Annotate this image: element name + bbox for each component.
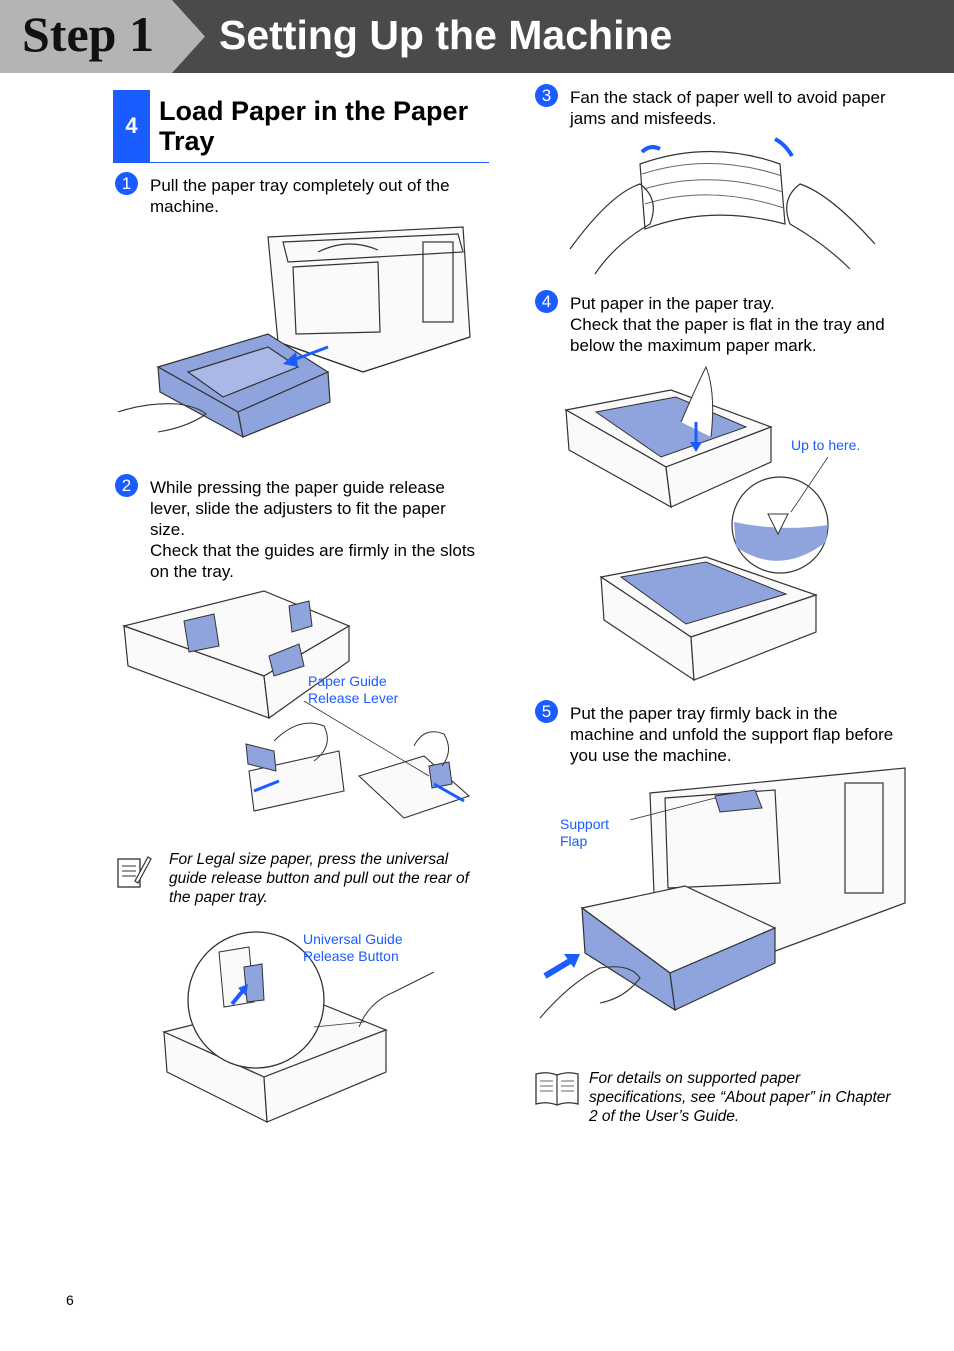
- step-5-text: Put the paper tray firmly back in the ma…: [570, 704, 894, 765]
- load-paper-illustration: [564, 365, 829, 682]
- step-1-text: Pull the paper tray completely out of th…: [150, 176, 450, 216]
- page-title: Setting Up the Machine: [219, 12, 673, 58]
- fan-paper-illustration: [569, 137, 876, 275]
- book-icon: [535, 1072, 579, 1106]
- step-5-bullet: 5: [535, 700, 558, 723]
- section-divider: [113, 162, 489, 163]
- universal-guide-release-button-label: Universal Guide Release Button: [303, 931, 403, 964]
- tray-insert-illustration: [539, 767, 906, 1019]
- paper-specs-note: For details on supported paper specifica…: [589, 1070, 891, 1125]
- section-title: Load Paper in the Paper Tray: [159, 96, 469, 156]
- legal-size-note: For Legal size paper, press the universa…: [169, 851, 469, 906]
- step-3-bullet: 3: [535, 84, 558, 107]
- paper-guide-release-lever-label: Paper Guide Release Lever: [308, 673, 399, 706]
- step-3-text: Fan the stack of paper well to avoid pap…: [570, 88, 886, 128]
- section-number: 4: [113, 90, 150, 162]
- step-1-bullet: 1: [115, 172, 138, 195]
- printer-tray-out-illustration: [117, 226, 471, 439]
- step-tab-shape: [0, 0, 205, 73]
- step-2-bullet: 2: [115, 474, 138, 497]
- universal-guide-button-illustration: [162, 931, 435, 1124]
- note-pencil-icon: [117, 856, 152, 888]
- step-label: Step 1: [22, 6, 154, 62]
- support-flap-label: Support Flap: [560, 816, 610, 849]
- up-to-here-label: Up to here.: [791, 437, 861, 453]
- page-number: 6: [66, 1292, 74, 1308]
- page-header: Step 1 Setting Up the Machine: [0, 0, 954, 73]
- step-2-text: While pressing the paper guide release l…: [150, 478, 476, 581]
- paper-guide-adjust-illustration: [121, 590, 471, 819]
- step-4-bullet: 4: [535, 290, 558, 313]
- step-4-text: Put paper in the paper tray. Check that …: [570, 294, 885, 355]
